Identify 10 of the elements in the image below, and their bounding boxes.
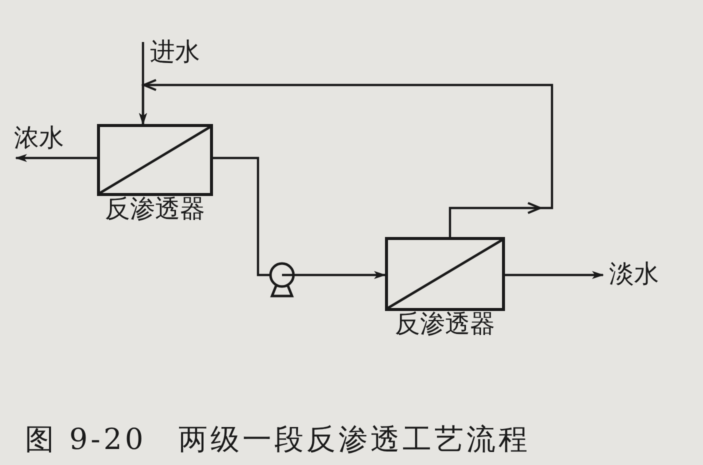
- flow-arrow: [15, 154, 97, 162]
- unit-label: 反渗透器: [395, 310, 495, 338]
- stream-label: 浓水: [14, 124, 64, 152]
- stream-label: 淡水: [609, 260, 659, 288]
- flow-arrow: [505, 271, 604, 279]
- stream-label: 进水: [150, 38, 200, 66]
- flow-arrow: [282, 271, 386, 279]
- flow-arrow: [139, 78, 554, 237]
- unit-label: 反渗透器: [105, 195, 205, 223]
- figure-caption: 图 9-20 两级一段反渗透工艺流程: [25, 421, 530, 458]
